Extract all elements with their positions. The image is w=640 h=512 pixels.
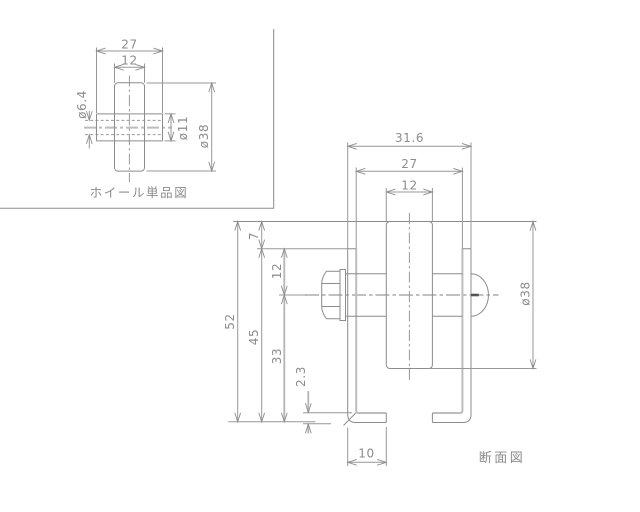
hub-outline xyxy=(96,113,163,142)
section-view-caption: 断面図 xyxy=(479,451,526,466)
dim10-label: 10 xyxy=(358,447,374,461)
dim316-extension-lines xyxy=(347,142,472,249)
bend-tangent-mark xyxy=(343,412,357,426)
dim45-label: 45 xyxy=(247,329,261,345)
washer-outline xyxy=(339,269,346,321)
wheel-body-section xyxy=(385,221,433,369)
dim12s-label: 12 xyxy=(401,179,417,193)
wheel-detail-view: 27 12 ø6.4 ø11 ø38 ホイール単品図 xyxy=(75,38,216,200)
dim12-label: 12 xyxy=(121,54,137,68)
dim-bore-label: ø6.4 xyxy=(75,90,89,119)
hub-section-lines xyxy=(345,273,463,317)
dim27-label: 27 xyxy=(121,38,137,52)
dim-hub-label: ø11 xyxy=(176,116,190,140)
dim38s-label: ø38 xyxy=(519,281,533,305)
bracket-right-inner-contour xyxy=(432,248,464,414)
dim27-extension-lines xyxy=(96,47,163,113)
dim27s-extension-lines xyxy=(355,167,463,249)
bracket-left-inner-contour xyxy=(355,248,387,414)
dim7-label: 7 xyxy=(247,232,261,240)
dim316-label: 31.6 xyxy=(395,131,424,145)
dim-wheel-dia-label: ø38 xyxy=(197,124,211,148)
dim52-label: 52 xyxy=(223,313,237,329)
dim27s-label: 27 xyxy=(401,157,417,171)
view-frame-corner xyxy=(0,29,275,209)
bore-hidden-lines xyxy=(85,119,163,136)
dim12v-label: 12 xyxy=(270,263,284,279)
dim23-label: 2.3 xyxy=(294,366,308,387)
axle-dome-end xyxy=(470,273,489,317)
cross-section-view: 31.6 27 12 52 7 45 12 33 2.3 10 ø38 断面図 xyxy=(223,131,537,466)
hex-nut-facet-lines xyxy=(321,283,340,307)
dim33-label: 33 xyxy=(270,348,284,364)
bracket-right-outer-contour xyxy=(432,248,472,423)
dim-wheel-dia-extension-lines xyxy=(146,82,216,172)
left-extension-lines xyxy=(228,248,348,423)
bracket-edge-caps xyxy=(347,248,471,423)
bracket-left-outer-contour xyxy=(347,248,387,423)
wheel-body-outline xyxy=(114,82,145,172)
wheel-view-caption: ホイール単品図 xyxy=(90,185,189,200)
